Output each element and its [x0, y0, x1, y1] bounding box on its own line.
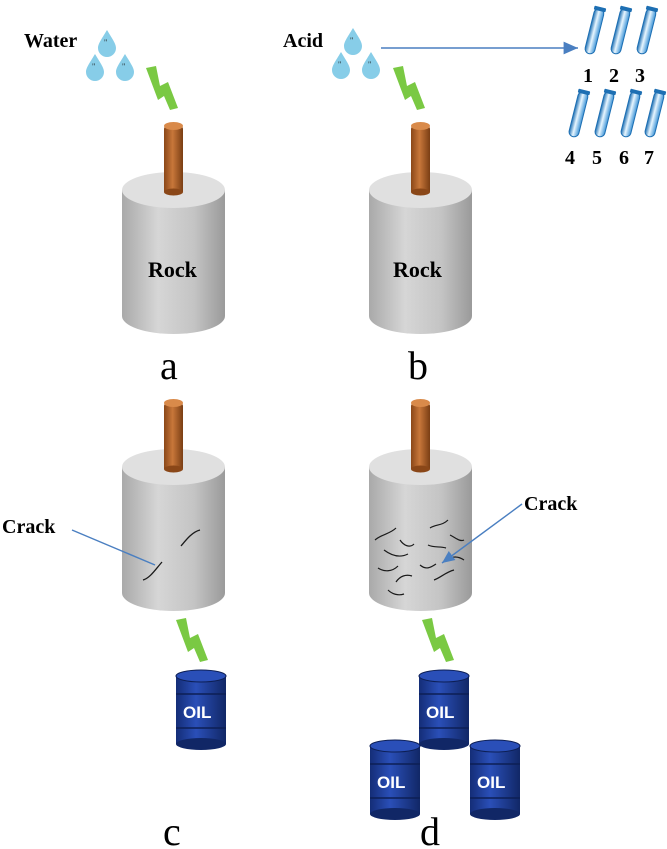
svg-text:": " — [104, 38, 107, 47]
acid-droplets-icon: " " " — [332, 28, 380, 79]
svg-text:": " — [350, 36, 353, 45]
test-tube-icon — [568, 88, 591, 138]
rod-top — [164, 399, 183, 407]
oil-label: OIL — [377, 773, 405, 792]
panel-a: Water " " " Rock a — [24, 30, 225, 388]
rock-cylinder — [369, 170, 472, 334]
tube-number: 1 — [583, 65, 593, 87]
cracked-rock-cylinder — [122, 447, 225, 611]
tube-number: 7 — [644, 147, 654, 169]
crack-label: Crack — [524, 493, 578, 515]
svg-text:": " — [368, 60, 371, 69]
sample-tubes: 1 2 3 4 5 6 7 — [565, 5, 667, 169]
svg-text:": " — [122, 62, 125, 71]
rock-label: Rock — [393, 257, 443, 282]
lightning-arrow-icon — [422, 618, 454, 662]
panel-letter-c: c — [163, 809, 181, 849]
lightning-arrow-icon — [176, 618, 208, 662]
lightning-arrow-icon — [393, 66, 425, 110]
test-tube-icon — [584, 5, 607, 55]
acid-label: Acid — [283, 30, 323, 52]
test-tube-icon — [594, 88, 617, 138]
panel-b: Acid " " " Rock b — [283, 5, 667, 388]
oil-barrel-icon — [469, 739, 521, 820]
tube-number: 6 — [619, 147, 629, 169]
rod-top — [164, 122, 183, 130]
svg-text:": " — [92, 62, 95, 71]
rod-top — [411, 122, 430, 130]
oil-label: OIL — [426, 703, 454, 722]
oil-label: OIL — [183, 703, 211, 722]
test-tube-icon — [644, 88, 667, 138]
crack-lines — [374, 519, 465, 596]
panel-d: Crack OIL OIL OIL d — [369, 399, 578, 849]
test-tube-icon — [620, 88, 643, 138]
oil-barrel-icon — [369, 739, 421, 820]
lightning-arrow-icon — [146, 66, 178, 110]
test-tube-icon — [636, 5, 659, 55]
water-label: Water — [24, 30, 77, 52]
tube-number: 2 — [609, 65, 619, 87]
svg-text:": " — [338, 60, 341, 69]
oil-label: OIL — [477, 773, 505, 792]
oil-barrel-icon — [418, 669, 470, 750]
test-tube-icon — [610, 5, 633, 55]
crack-pointer-line — [71, 529, 156, 566]
panel-letter-b: b — [408, 343, 428, 388]
cracked-rock-cylinder — [369, 447, 472, 611]
tube-number: 5 — [592, 147, 602, 169]
rod-top — [411, 399, 430, 407]
tube-number: 4 — [565, 147, 575, 169]
panel-c: Crack OIL c — [2, 399, 227, 849]
oil-barrel-icon — [175, 669, 227, 750]
tube-number: 3 — [635, 65, 645, 87]
panel-letter-a: a — [160, 343, 178, 388]
crack-pointer-line — [441, 503, 523, 564]
water-droplets-icon: " " " — [86, 30, 134, 81]
rock-cylinder — [122, 170, 225, 334]
crack-label: Crack — [2, 516, 56, 538]
panel-letter-d: d — [420, 809, 440, 849]
rock-label: Rock — [148, 257, 198, 282]
